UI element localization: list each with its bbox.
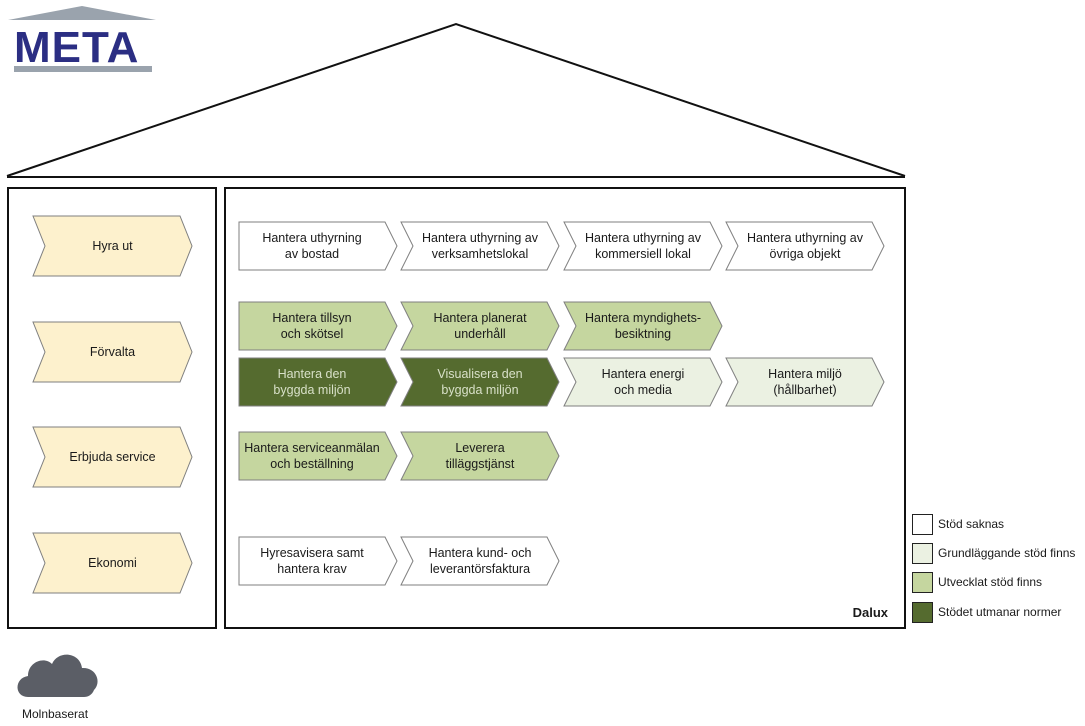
process-chevron bbox=[32, 321, 193, 383]
legend-label: Stödet utmanar normer bbox=[938, 605, 1062, 619]
activity-chevron bbox=[238, 536, 398, 586]
activity-chevron bbox=[400, 221, 560, 271]
legend-item: Stöd saknas bbox=[912, 512, 1004, 536]
logo-roof bbox=[8, 6, 156, 20]
activity-chevron bbox=[238, 301, 398, 351]
cloud-label: Molnbaserat bbox=[22, 707, 89, 721]
house-roof bbox=[6, 22, 906, 177]
legend-item: Stödet utmanar normer bbox=[912, 600, 1061, 624]
process-frame bbox=[7, 187, 217, 629]
activity-chevron bbox=[563, 301, 723, 351]
legend-label: Stöd saknas bbox=[938, 517, 1005, 531]
legend-item: Grundläggande stöd finns bbox=[912, 541, 1075, 565]
process-chevron bbox=[32, 426, 193, 488]
legend-swatch bbox=[912, 513, 933, 535]
logo-underline bbox=[14, 66, 152, 72]
process-chevron bbox=[32, 215, 193, 277]
activity-frame bbox=[224, 187, 906, 629]
activity-chevron bbox=[563, 221, 723, 271]
activity-chevron bbox=[238, 357, 398, 407]
process-chevron bbox=[32, 532, 193, 594]
activity-chevron bbox=[400, 431, 560, 481]
activity-chevron bbox=[725, 221, 885, 271]
meta-logo: META bbox=[14, 23, 140, 72]
activity-chevron bbox=[238, 431, 398, 481]
activity-chevron bbox=[725, 357, 885, 407]
legend-item: Utvecklat stöd finns bbox=[912, 570, 1042, 594]
cloud-icon bbox=[17, 654, 98, 697]
activity-chevron bbox=[238, 221, 398, 271]
legend-label: Utvecklat stöd finns bbox=[938, 575, 1043, 589]
activity-chevron bbox=[563, 357, 723, 407]
legend-label: Grundläggande stöd finns bbox=[938, 546, 1076, 560]
activity-chevron bbox=[400, 301, 560, 351]
legend-swatch bbox=[912, 542, 933, 564]
legend-swatch bbox=[912, 601, 933, 623]
activity-chevron bbox=[400, 357, 560, 407]
legend-swatch bbox=[912, 571, 933, 593]
system-label: Dalux bbox=[852, 605, 888, 620]
activity-chevron bbox=[400, 536, 560, 586]
